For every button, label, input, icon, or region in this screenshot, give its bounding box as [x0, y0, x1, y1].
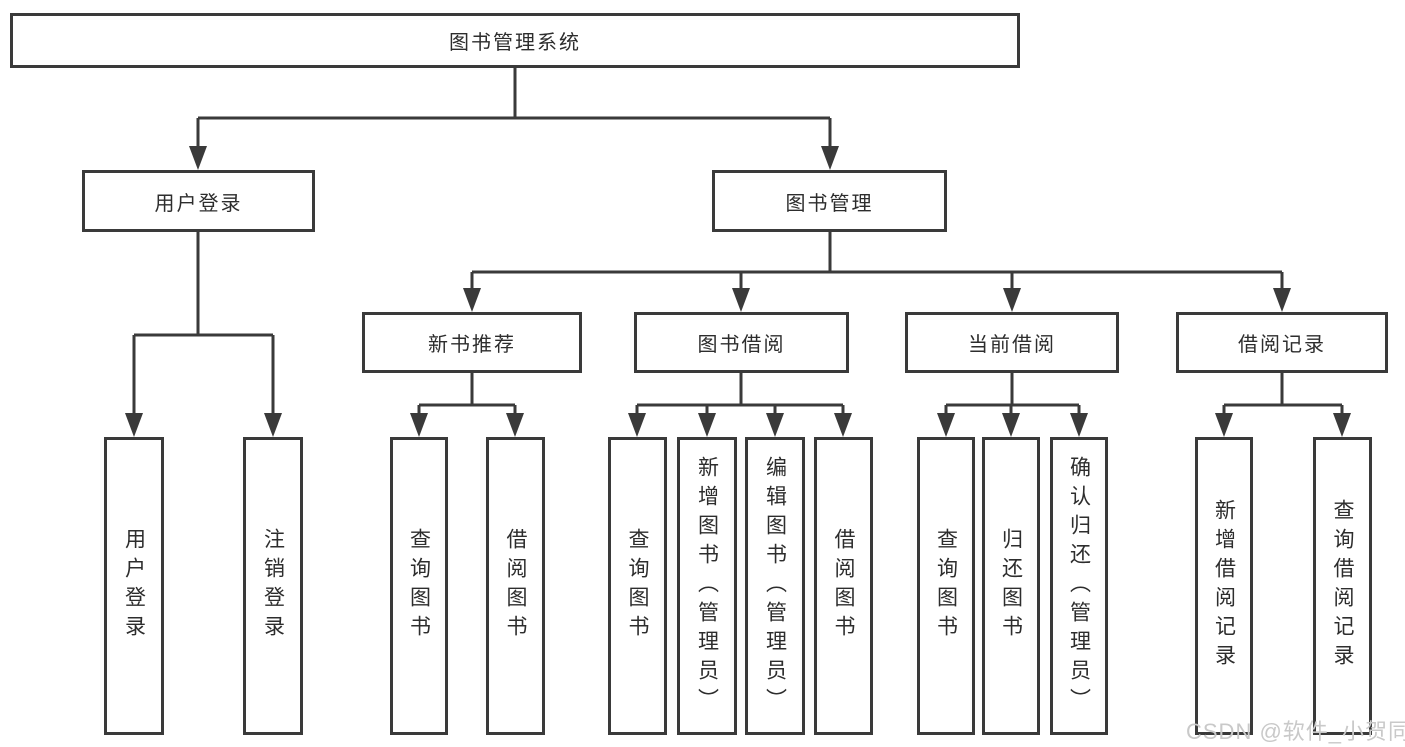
arrowhead-icon — [506, 413, 524, 437]
leaf-user-login: 用户登录 — [104, 437, 164, 735]
arrowhead-icon — [732, 288, 750, 312]
leaf-confirm-return-admin: 确认归还（管理员） — [1050, 437, 1108, 735]
leaf-logout: 注销登录 — [243, 437, 303, 735]
arrowhead-icon — [1333, 413, 1351, 437]
arrowhead-icon — [1070, 413, 1088, 437]
node-library-system: 图书管理系统 — [10, 13, 1020, 68]
node-book-management: 图书管理 — [712, 170, 947, 232]
leaf-borrow-books-recommend: 借阅图书 — [486, 437, 545, 735]
arrowhead-icon — [1215, 413, 1233, 437]
leaf-return-book: 归还图书 — [982, 437, 1040, 735]
leaf-add-book-admin: 新增图书（管理员） — [677, 437, 737, 735]
node-user-login-branch: 用户登录 — [82, 170, 315, 232]
arrowhead-icon — [1002, 413, 1020, 437]
arrowhead-icon — [821, 146, 839, 170]
arrowhead-icon — [834, 413, 852, 437]
arrowhead-icon — [264, 413, 282, 437]
connector-path — [132, 68, 1344, 418]
arrowhead-icon — [937, 413, 955, 437]
arrowhead-icon — [410, 413, 428, 437]
arrowhead-icon — [1273, 288, 1291, 312]
node-new-book-recommendation: 新书推荐 — [362, 312, 582, 373]
leaf-query-books-recommend: 查询图书 — [390, 437, 448, 735]
arrowhead-icon — [766, 413, 784, 437]
leaf-query-books-borrowing: 查询图书 — [608, 437, 667, 735]
leaf-query-books-current: 查询图书 — [917, 437, 975, 735]
arrowhead-icon — [1003, 288, 1021, 312]
node-borrowing-records: 借阅记录 — [1176, 312, 1388, 373]
arrowhead-icon — [628, 413, 646, 437]
arrowhead-icon — [189, 146, 207, 170]
leaf-borrow-books-borrowing: 借阅图书 — [814, 437, 873, 735]
leaf-edit-book-admin: 编辑图书（管理员） — [745, 437, 805, 735]
arrowheads — [125, 146, 1351, 437]
leaf-query-borrow-record: 查询借阅记录 — [1313, 437, 1372, 735]
leaf-add-borrow-record: 新增借阅记录 — [1195, 437, 1253, 735]
watermark-text: CSDN @软件_小贺同学 — [1186, 719, 1405, 744]
arrowhead-icon — [463, 288, 481, 312]
arrowhead-icon — [125, 413, 143, 437]
node-book-borrowing: 图书借阅 — [634, 312, 849, 373]
node-current-borrowing: 当前借阅 — [905, 312, 1119, 373]
arrowhead-icon — [698, 413, 716, 437]
